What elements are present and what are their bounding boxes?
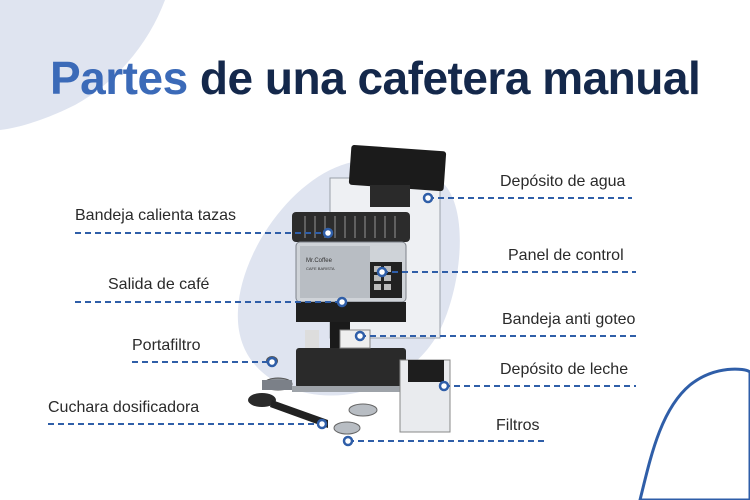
model-text: CAFE BARISTA <box>306 266 335 271</box>
marker-drip-tray <box>354 330 366 342</box>
label-water-tank: Depósito de agua <box>500 173 626 190</box>
label-filters: Filtros <box>496 417 540 434</box>
label-milk-tank: Depósito de leche <box>500 361 629 378</box>
marker-water-tank <box>422 192 434 204</box>
marker-coffee-outlet <box>336 296 348 308</box>
marker-portafilter <box>266 356 278 368</box>
marker-dosing-scoop <box>316 418 328 430</box>
label-control-panel: Panel de control <box>508 247 624 264</box>
label-dosing-scoop: Cuchara dosificadora <box>48 399 200 416</box>
title-rest: de una cafetera manual <box>187 52 701 104</box>
label-portafilter: Portafiltro <box>132 337 201 354</box>
cup-warming-tray-illustration <box>292 212 410 242</box>
marker-milk-tank <box>438 380 450 392</box>
label-drip-tray: Bandeja anti goteo <box>502 311 636 328</box>
machine-body-illustration: Mr.Coffee CAFE BARISTA <box>295 241 407 322</box>
filters-illustration <box>333 403 378 435</box>
page-title: Partes de una cafetera manual <box>50 50 701 106</box>
milk-tank-illustration <box>399 359 451 433</box>
label-coffee-outlet: Salida de café <box>108 276 210 293</box>
marker-cup-tray <box>322 227 334 239</box>
dosing-scoop-illustration <box>248 393 328 428</box>
marker-control-panel <box>376 266 388 278</box>
marker-filters <box>342 435 354 447</box>
label-cup-warming-tray: Bandeja calienta tazas <box>75 207 236 224</box>
title-accent: Partes <box>50 52 188 104</box>
brand-text: Mr.Coffee <box>306 258 333 264</box>
